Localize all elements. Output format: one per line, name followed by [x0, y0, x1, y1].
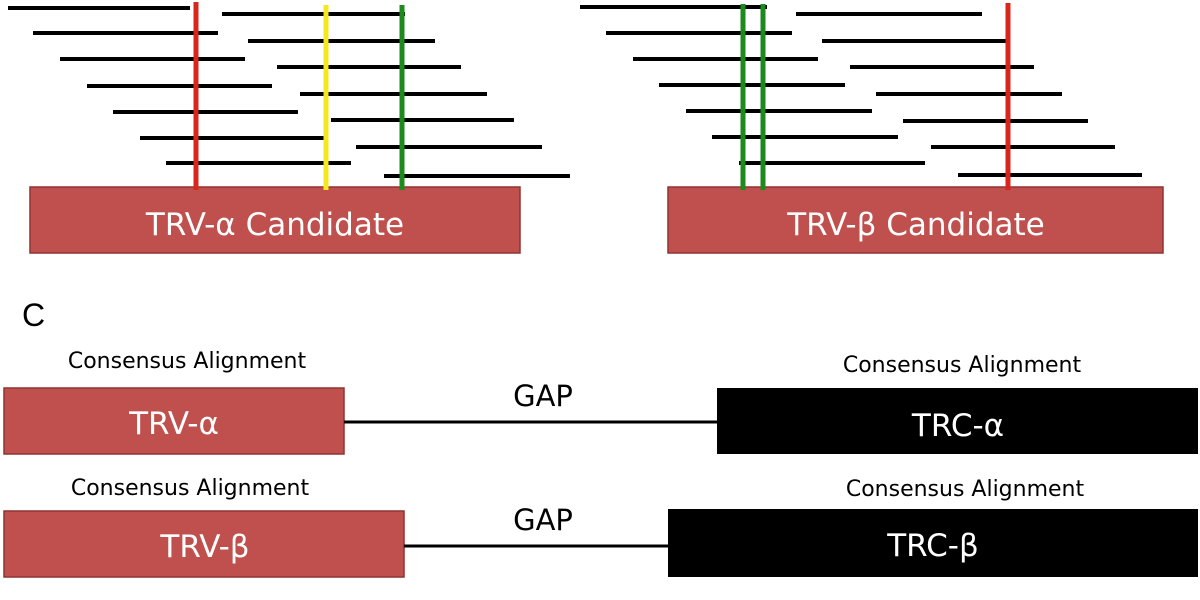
trc-beta-consensus-caption: Consensus Alignment	[846, 477, 1085, 502]
trc-alpha-box	[717, 388, 1198, 454]
trc-beta-label: TRC-β	[886, 528, 979, 564]
panel-c-title: C	[22, 297, 45, 333]
trv-beta-box	[3, 510, 405, 578]
beta-reads	[580, 5, 1142, 177]
beta-gap-label: GAP	[513, 503, 573, 537]
trv-alpha-consensus-caption: Consensus Alignment	[68, 349, 307, 374]
trc-beta-box	[668, 509, 1198, 577]
alpha-reads	[8, 6, 570, 178]
trc-alpha-label: TRC-α	[911, 408, 1004, 444]
trv-alpha-candidate-box	[29, 186, 521, 254]
alpha-gap-label: GAP	[513, 379, 573, 413]
trv-beta-candidate-label: TRV-β Candidate	[786, 207, 1044, 243]
trc-alpha-consensus-caption: Consensus Alignment	[843, 353, 1082, 378]
trv-beta-consensus-caption: Consensus Alignment	[71, 476, 310, 501]
trv-alpha-box	[3, 387, 345, 455]
trv-beta-label: TRV-β	[159, 529, 249, 565]
trv-alpha-label: TRV-α	[128, 406, 219, 442]
trv-beta-candidate-box	[667, 186, 1164, 254]
trv-alpha-candidate-label: TRV-α Candidate	[145, 207, 404, 243]
